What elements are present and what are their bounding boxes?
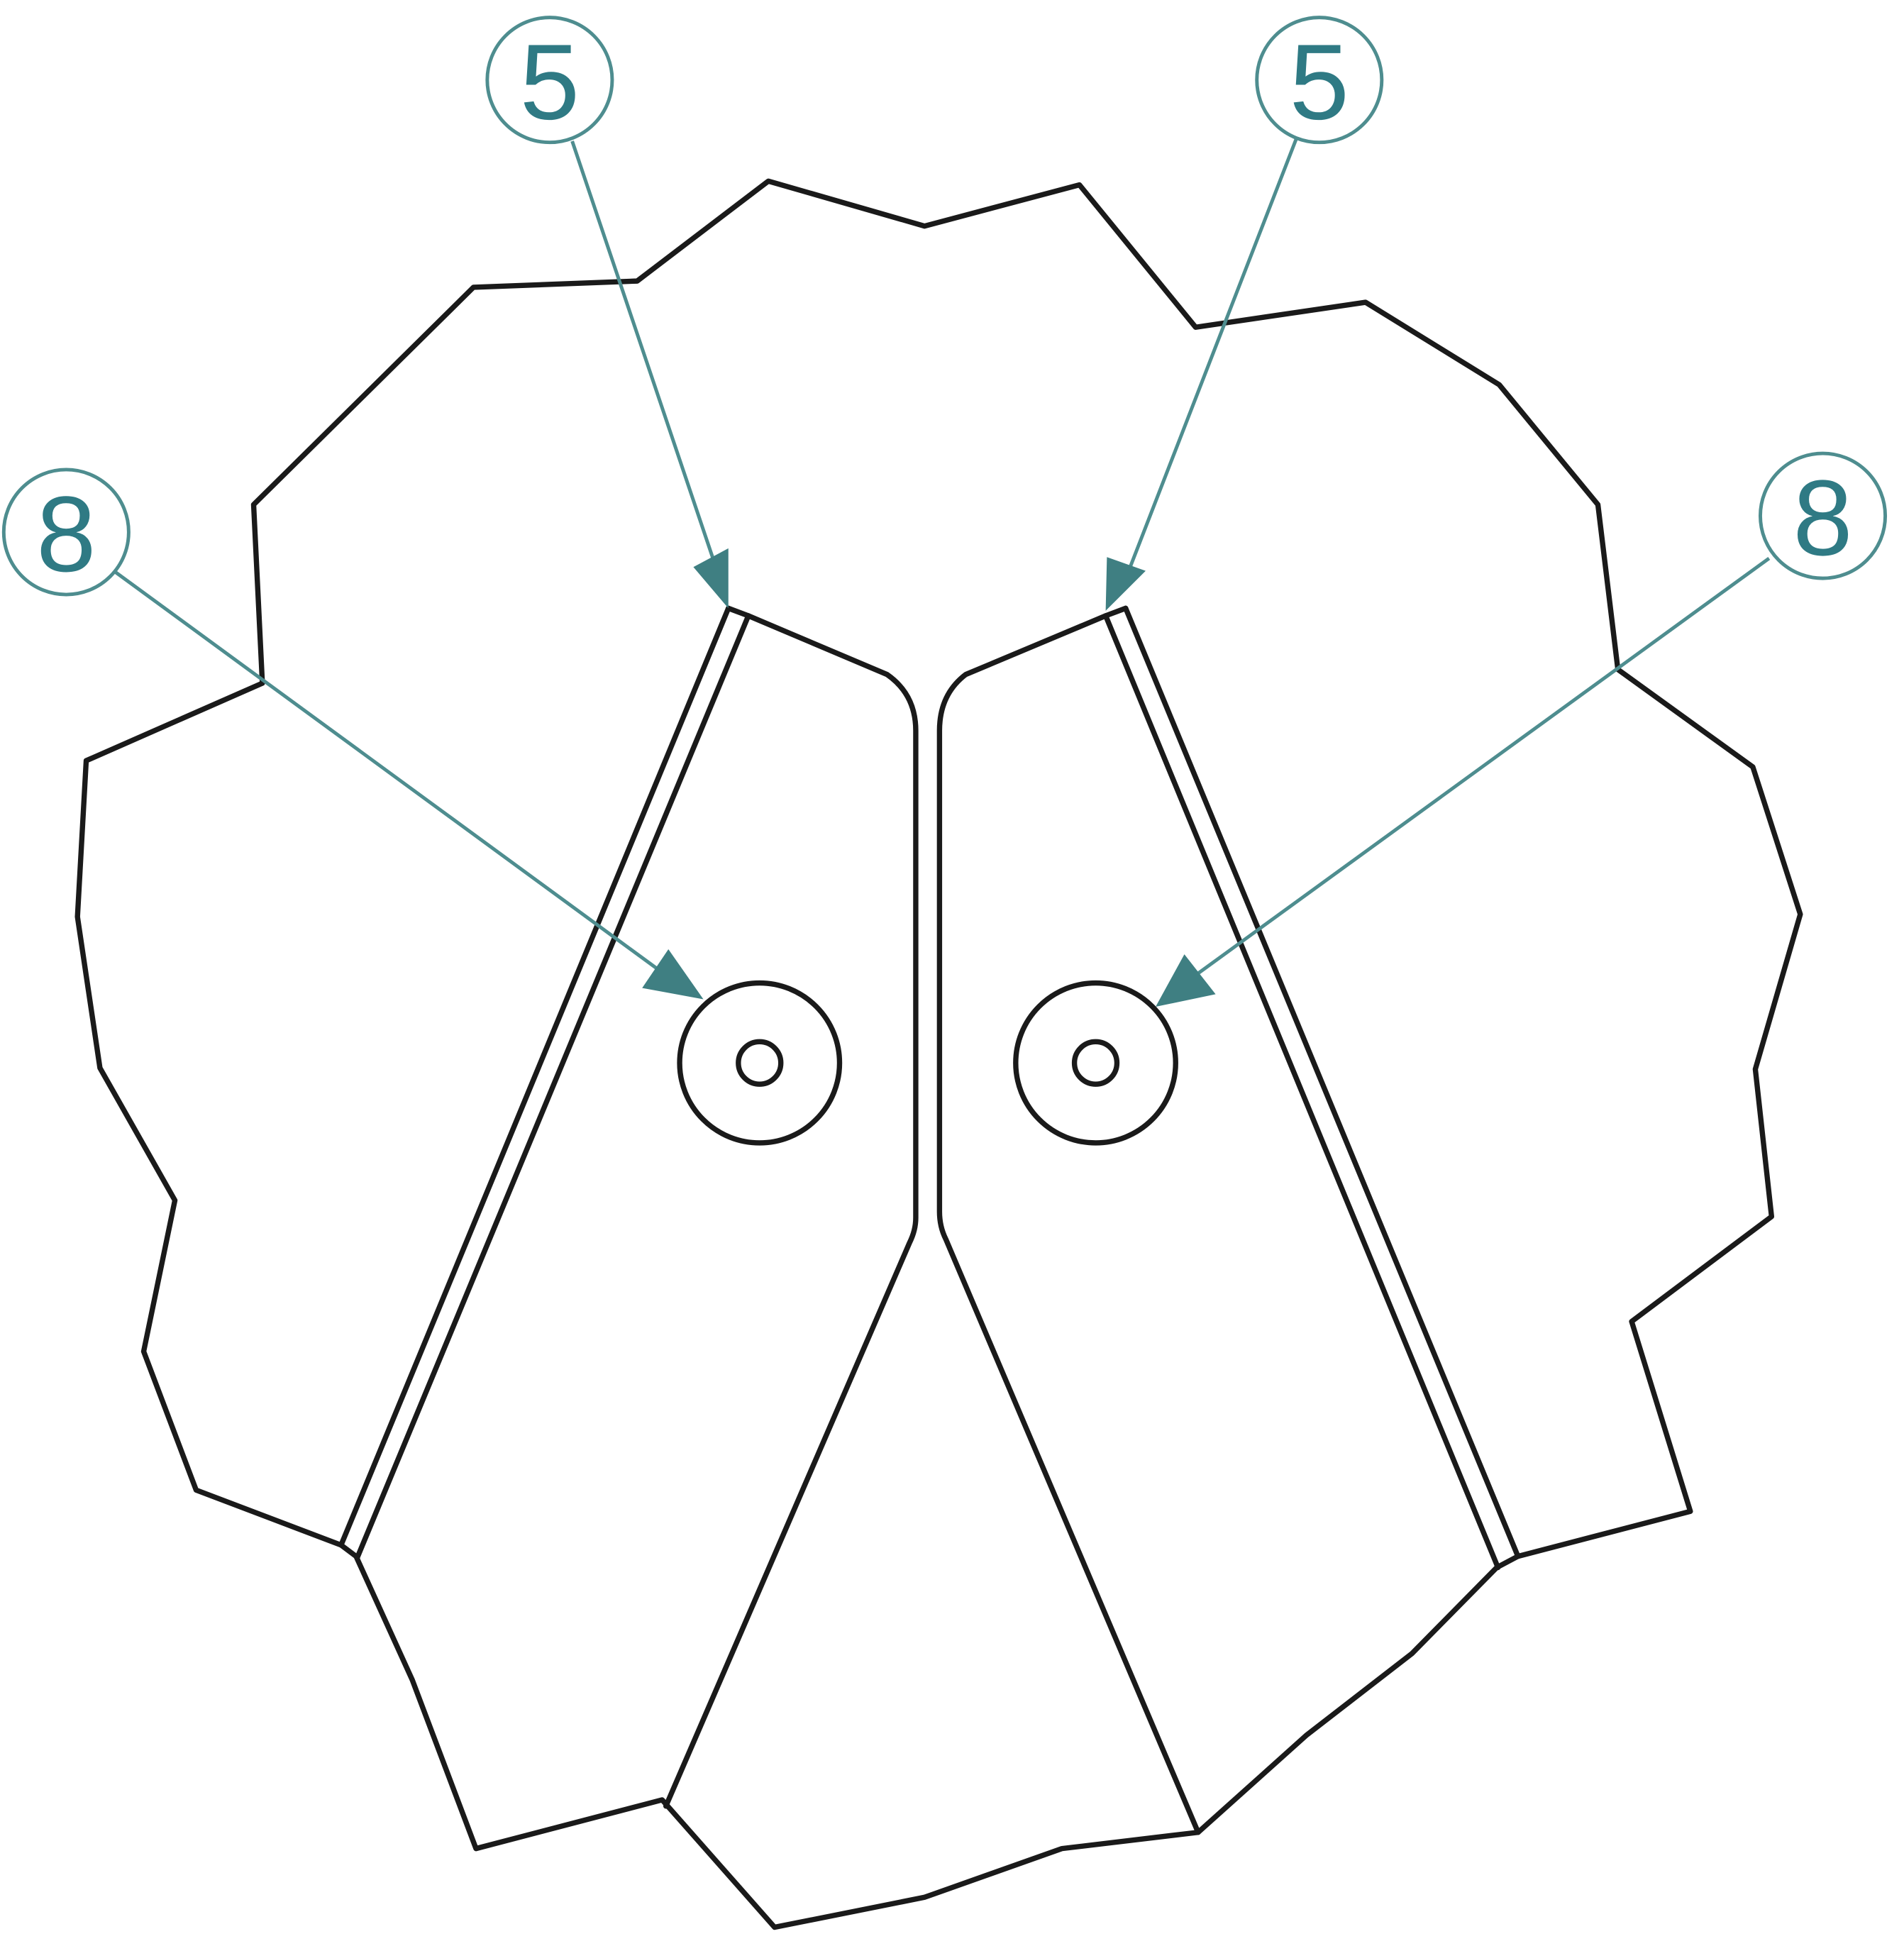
leader-line-left-5 — [570, 140, 718, 568]
outer-break-boundary — [74, 178, 1803, 1930]
left-blade-edge — [663, 613, 919, 1809]
left-strip-inner-edge — [354, 613, 751, 1561]
callout-right-5: 5 — [1255, 16, 1384, 145]
right-strip-inner-edge — [1102, 613, 1501, 1571]
right-hole-inner — [1071, 1039, 1120, 1087]
callout-circle — [1255, 16, 1384, 145]
left-strip-cap — [726, 605, 751, 619]
leader-line-left-8 — [112, 569, 661, 972]
left-hole-outer — [677, 980, 843, 1146]
callout-left-8: 8 — [1, 468, 131, 597]
right-strip-outer-edge — [1123, 605, 1521, 1559]
right-strip-cap — [1102, 605, 1129, 619]
leader-line-right-5 — [1129, 136, 1299, 567]
left-hole-inner — [736, 1039, 784, 1087]
callout-right-8: 8 — [1759, 451, 1888, 580]
arrowhead-left-5 — [693, 548, 729, 609]
callout-label: 5 — [1290, 23, 1349, 143]
leader-line-right-8 — [1195, 556, 1771, 976]
callout-circle — [1759, 451, 1888, 580]
callout-label: 8 — [1793, 458, 1852, 578]
arrowhead-right-8 — [1156, 954, 1216, 1007]
arrowhead-left-8 — [642, 949, 704, 1000]
callout-circle — [485, 16, 614, 145]
callout-circle — [1, 468, 131, 597]
left-strip-outer-edge — [338, 605, 731, 1548]
callout-label: 8 — [36, 475, 96, 595]
right-blade-edge — [936, 613, 1201, 1835]
right-hole-outer — [1013, 980, 1178, 1146]
callout-left-5: 5 — [485, 16, 614, 145]
callout-label: 5 — [520, 23, 580, 143]
arrowhead-right-5 — [1105, 557, 1146, 611]
